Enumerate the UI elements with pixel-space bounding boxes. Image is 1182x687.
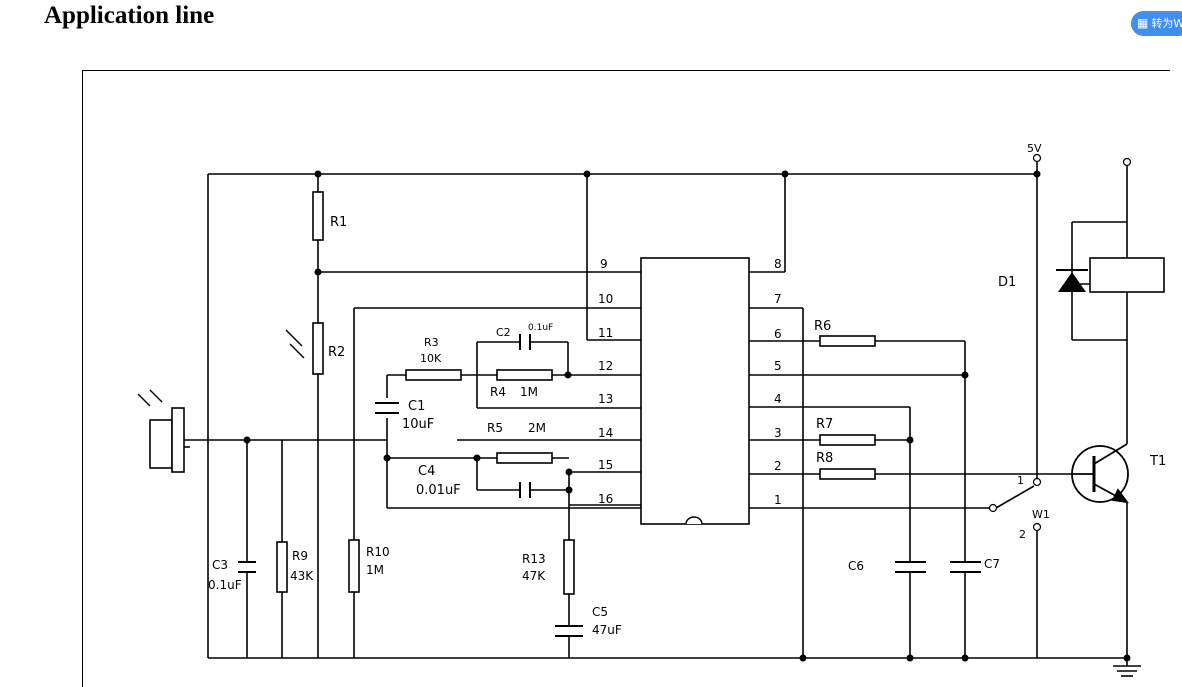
label-c3-value: 0.1uF xyxy=(208,578,242,592)
label-r2: R2 xyxy=(328,345,345,360)
label-r9: R9 xyxy=(292,549,308,563)
ic-pin-right: 2 xyxy=(774,459,782,473)
ic-pin-left: 13 xyxy=(598,392,613,406)
light-sensor-window xyxy=(171,407,185,473)
resistor-r1 xyxy=(312,191,324,241)
document-icon: ▦ xyxy=(1137,16,1149,30)
ic-pin-right: 7 xyxy=(774,292,782,306)
label-r3: R3 xyxy=(424,336,439,349)
label-c2: C2 xyxy=(496,326,511,339)
ic-pin-right: 8 xyxy=(774,257,782,271)
junction-dots xyxy=(243,170,1131,662)
label-d1: D1 xyxy=(998,275,1016,290)
label-r13: R13 xyxy=(522,552,546,566)
label-w1: W1 xyxy=(1032,508,1050,521)
capacitors xyxy=(238,334,981,637)
resistor-r3 xyxy=(405,369,462,381)
label-c7: C7 xyxy=(984,557,1000,571)
label-r7: R7 xyxy=(816,417,833,432)
ic-notch xyxy=(685,516,703,525)
label-r9-value: 43K xyxy=(290,569,314,583)
label-5v: 5V xyxy=(1027,142,1042,155)
label-r8: R8 xyxy=(816,451,833,466)
label-r10-value: 1M xyxy=(366,563,384,577)
label-r4: R4 xyxy=(490,385,506,399)
page-title: Application line xyxy=(44,2,215,29)
label-r1: R1 xyxy=(330,215,347,230)
resistor-r10 xyxy=(348,539,360,593)
label-r5: R5 xyxy=(487,421,503,435)
ic-pin-right: 4 xyxy=(774,392,782,406)
label-c5-value: 47uF xyxy=(592,623,622,637)
translate-button-label: 转为W xyxy=(1151,17,1182,30)
light-sensor-body xyxy=(149,419,173,469)
label-switch-pin-2: 2 xyxy=(1019,528,1026,541)
ic-pin-labels: 9 10 11 12 13 14 15 16 8 7 6 5 4 3 2 1 xyxy=(598,257,782,507)
label-c6: C6 xyxy=(848,559,864,573)
component-bodies xyxy=(149,191,1165,595)
resistor-r2 xyxy=(312,322,324,375)
label-r6: R6 xyxy=(814,319,831,334)
ic-pin-right: 6 xyxy=(774,327,782,341)
terminal-relay-top xyxy=(1122,157,1132,167)
switch-contact-1 xyxy=(1032,477,1042,487)
label-c4-value: 0.01uF xyxy=(416,483,461,498)
switch-contact-2 xyxy=(1032,522,1042,532)
resistor-r5 xyxy=(496,452,553,464)
label-c4: C4 xyxy=(418,464,435,479)
label-c1: C1 xyxy=(408,399,425,414)
label-r5-value: 2M xyxy=(528,421,546,435)
translate-button[interactable]: ▦转为W xyxy=(1131,11,1182,36)
ic-pin-right: 5 xyxy=(774,359,782,373)
schematic-figure xyxy=(82,70,1170,687)
ic-pin-right: 1 xyxy=(774,493,782,507)
ic-pin-left: 9 xyxy=(600,257,608,271)
light-arrows-icon xyxy=(137,329,305,407)
wires xyxy=(184,160,1130,659)
label-c5: C5 xyxy=(592,605,608,619)
label-c3: C3 xyxy=(212,558,228,572)
diode-d1 xyxy=(1056,269,1088,292)
label-c1-value: 10uF xyxy=(402,417,434,432)
relay-coil xyxy=(1089,257,1165,293)
component-labels: R1 R2 R3 10K C2 0.1uF R4 1M C1 10uF R5 2… xyxy=(208,142,1166,637)
label-t1: T1 xyxy=(1149,454,1166,469)
terminals xyxy=(988,153,1132,532)
ic-pin-right: 3 xyxy=(774,426,782,440)
label-c2-value: 0.1uF xyxy=(528,323,553,333)
label-r3-value: 10K xyxy=(420,352,442,365)
resistor-r9 xyxy=(276,541,288,593)
terminal-5v xyxy=(1032,153,1042,163)
resistor-r4 xyxy=(496,369,553,381)
transistor-t1 xyxy=(1071,443,1130,504)
label-r13-value: 47K xyxy=(522,569,546,583)
label-r4-value: 1M xyxy=(520,385,538,399)
ic-pin-left: 10 xyxy=(598,292,613,306)
ic-pin-left: 16 xyxy=(598,492,613,506)
resistor-r7 xyxy=(819,434,876,446)
ic-chip xyxy=(640,257,750,525)
resistor-r13 xyxy=(563,539,575,595)
label-switch-pin-1: 1 xyxy=(1017,474,1024,487)
resistor-r6 xyxy=(819,335,876,347)
ic-pin-left: 15 xyxy=(598,458,613,472)
ic-pin-left: 14 xyxy=(598,426,613,440)
ic-pin-left: 11 xyxy=(598,326,613,340)
ic-pin-left: 12 xyxy=(598,359,613,373)
resistor-r8 xyxy=(819,468,876,480)
label-r10: R10 xyxy=(366,545,390,559)
switch-contact xyxy=(988,503,998,513)
